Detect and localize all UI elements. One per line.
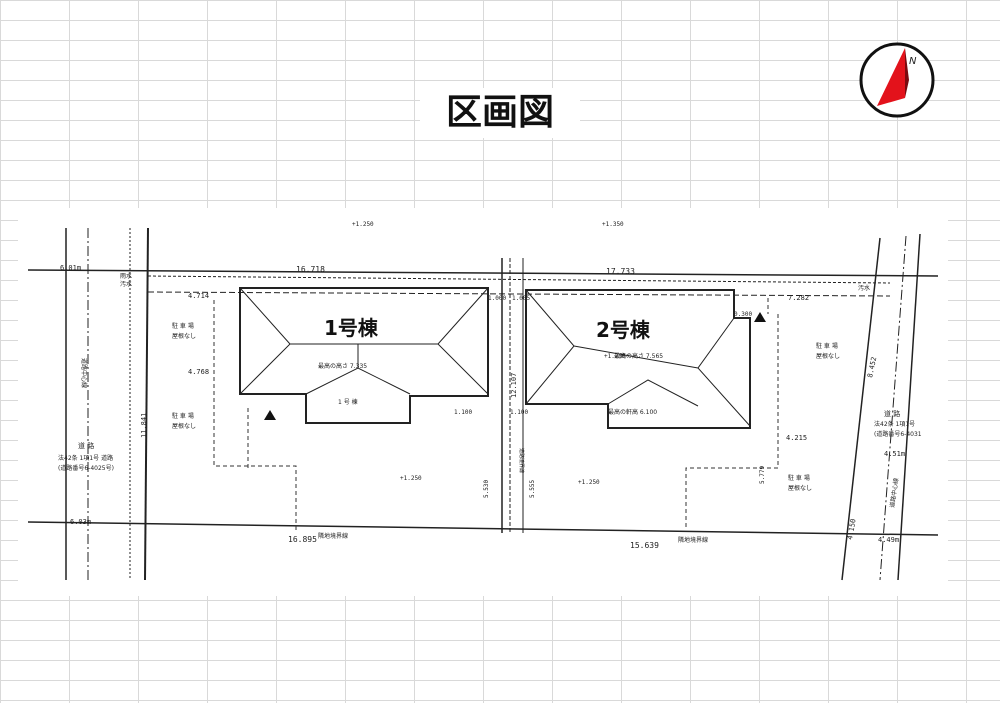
parking-note-1-sub: 屋根なし <box>172 332 196 340</box>
building-1-sublabel: 1 号 棟 <box>338 398 358 406</box>
rain-label: 雨水 <box>120 272 132 280</box>
compass-needle <box>877 48 905 106</box>
dim-lot1-top: 4.714 <box>188 292 209 300</box>
parking-note-4-sub: 屋根なし <box>788 484 812 492</box>
north-compass-icon: N <box>857 40 937 120</box>
level-house2: +1.250 <box>604 353 626 360</box>
boundary-label-left: 隣地境界線 <box>318 532 348 540</box>
dim-north-left: 16.718 <box>296 265 325 274</box>
dim-lot2-mid: 4.215 <box>786 434 807 442</box>
survey-markers <box>264 312 766 420</box>
parking-note-1: 駐 車 場 <box>172 322 194 330</box>
dim-lot2-top: 7.282 <box>788 294 809 302</box>
dim-lot1-side: 5.530 <box>483 480 490 498</box>
building-2-footprint <box>525 289 751 429</box>
drain-label: 汚水 <box>120 280 132 288</box>
parking-note-3-sub: 屋根なし <box>816 352 840 360</box>
east-road <box>841 233 921 581</box>
road-west-label: 道 路 <box>78 441 94 450</box>
building-2-eave-note: 最高の軒高 6.100 <box>608 408 657 416</box>
dim-setback-left: 1.100 <box>454 409 472 416</box>
page-title: 区画図 <box>420 88 580 138</box>
centerline-east: 道路中心線 <box>888 477 900 508</box>
dim-gap-top: 1.000 <box>488 295 506 302</box>
building-1-roof-note: 最高の高さ 7.335 <box>318 362 367 370</box>
drain-label-east: 汚水 <box>858 284 870 292</box>
dim-road-east-diag: 8.452 <box>866 356 878 378</box>
dim-road-east-bottom: 4.49m <box>878 536 899 544</box>
building-2-roof-note: 最高の高さ 7.565 <box>614 352 663 360</box>
dim-lot2-eave-gap: 0.300 <box>734 311 752 318</box>
dim-setback-right: 1.100 <box>510 409 528 416</box>
dim-gap-top-right: 1.005 <box>512 295 530 302</box>
dim-east-depth: 12.107 <box>510 373 518 398</box>
dim-road-west-top: 6.01m <box>60 264 81 272</box>
dim-south-right: 15.639 <box>630 541 659 550</box>
dim-road-east-low: 4.150 <box>846 518 858 540</box>
road-east-label: 道 路 <box>884 409 900 418</box>
building-1-label: 1号棟 <box>324 316 378 340</box>
level-lot2: +1.250 <box>578 479 600 486</box>
parking-note-4: 駐 車 場 <box>788 474 810 482</box>
dim-lot2-side: 5.555 <box>529 480 536 498</box>
boundary-label-right: 隣地境界線 <box>678 536 708 544</box>
road-west-sub: 法42条 1項1号 道路 <box>58 454 113 462</box>
building-2-label: 2号棟 <box>596 318 650 342</box>
parking-note-3: 駐 車 場 <box>816 342 838 350</box>
building-1-footprint <box>239 287 489 424</box>
parking-note-2: 駐 車 場 <box>172 412 194 420</box>
dim-west-depth: 11.841 <box>140 413 148 438</box>
dim-road-east-top: 4.51m <box>884 450 905 458</box>
level-lot1: +1.250 <box>400 475 422 482</box>
west-road <box>65 227 149 581</box>
centerline-west: 道路中心線 <box>80 358 88 388</box>
level-top: +1.250 <box>352 221 374 228</box>
dim-lot1-mid: 4.768 <box>188 368 209 376</box>
road-west-num: (道路番号6-4025号) <box>58 464 114 472</box>
level-top-2: +1.350 <box>602 221 624 228</box>
dim-road-west-bottom: 6.03m <box>70 518 91 526</box>
dim-south-left: 16.895 <box>288 535 317 544</box>
dim-lot2-east: 5.779 <box>759 466 766 484</box>
parking-note-2-sub: 屋根なし <box>172 422 196 430</box>
north-label: N <box>909 56 917 67</box>
road-boundary-label: 道路境界線 <box>518 448 525 473</box>
road-east-sub: 法42条 1項1号 <box>874 420 915 428</box>
dim-north-right: 17.733 <box>606 267 635 276</box>
setback-lines <box>213 298 779 530</box>
site-plan-drawing: 16.718 17.733 16.895 15.639 11.841 12.10… <box>18 208 948 596</box>
lot-boundaries <box>27 258 939 536</box>
road-east-num: (道路番号6-4031 <box>874 430 922 438</box>
